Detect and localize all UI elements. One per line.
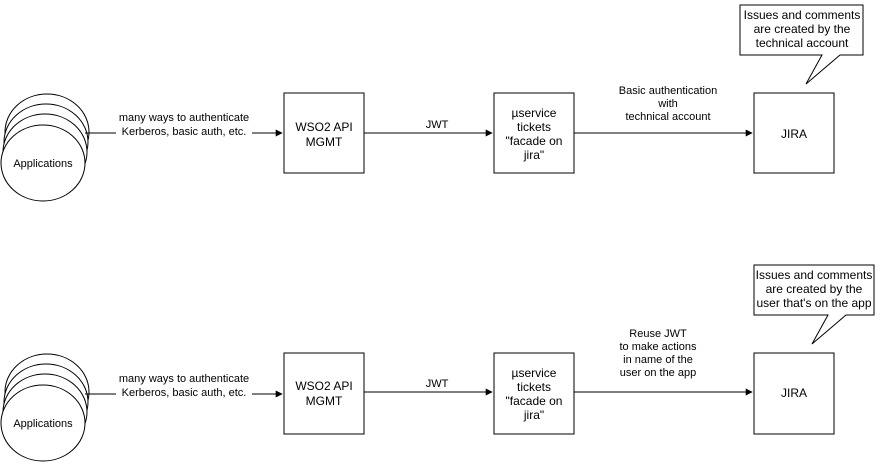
- auth-label-line2: Kerberos, basic auth, etc.: [122, 126, 247, 138]
- jira-auth-label-line1: Basic authentication: [619, 85, 717, 97]
- jwt-label: JWT: [426, 119, 449, 131]
- auth-label-line1: many ways to authenticate: [119, 112, 249, 124]
- uservice-node[interactable]: µservice tickets "facade on jira": [493, 352, 575, 435]
- wso2-label-line2: MGMT: [306, 135, 343, 149]
- jira-auth-label-line3: technical account: [626, 111, 711, 123]
- applications-label: Applications: [13, 158, 73, 170]
- callout-line3: user that's on the app: [756, 296, 871, 310]
- uservice-label-line4: jira": [523, 148, 544, 162]
- auth-label-line1: many ways to authenticate: [119, 373, 249, 385]
- applications-node[interactable]: Applications: [0, 93, 90, 202]
- applications-label: Applications: [13, 418, 73, 430]
- uservice-label-line3: "facade on: [506, 394, 563, 408]
- wso2-label-line1: WSO2 API: [295, 379, 352, 393]
- callout-note: Issues and comments are created by the t…: [739, 4, 864, 85]
- label-bg: [116, 371, 252, 399]
- uservice-label-line1: µservice: [512, 366, 557, 380]
- uservice-label-line2: tickets: [517, 380, 551, 394]
- wso2-label-line2: MGMT: [306, 394, 343, 408]
- uservice-label-line3: "facade on: [506, 134, 563, 148]
- auth-label-line2: Kerberos, basic auth, etc.: [122, 387, 247, 399]
- callout-line2: are created by the: [766, 282, 863, 296]
- jira-auth-label-line4: user on the app: [620, 367, 696, 379]
- uservice-node[interactable]: µservice tickets "facade on jira": [493, 92, 575, 174]
- callout-line2: are created by the: [754, 22, 851, 36]
- callout-line1: Issues and comments: [756, 268, 873, 282]
- jira-node[interactable]: JIRA: [753, 92, 835, 174]
- applications-node[interactable]: Applications: [0, 353, 90, 462]
- jwt-label: JWT: [426, 378, 449, 390]
- jira-label: JIRA: [781, 386, 807, 400]
- uservice-label-line4: jira": [523, 408, 544, 422]
- callout-line1: Issues and comments: [744, 8, 861, 22]
- callout-line3: technical account: [756, 36, 849, 50]
- wso2-label-line1: WSO2 API: [295, 120, 352, 134]
- jira-auth-label-line2: with: [657, 98, 678, 110]
- uservice-label-line1: µservice: [512, 106, 557, 120]
- wso2-api-mgmt-node[interactable]: WSO2 API MGMT: [283, 92, 365, 174]
- callout-note: Issues and comments are created by the u…: [753, 264, 875, 345]
- label-bg: [116, 110, 252, 138]
- flow-row-user-on-app: Applications many ways to authenticate K…: [0, 264, 875, 462]
- jira-auth-label-line1: Reuse JWT: [629, 328, 687, 340]
- jira-auth-label-line3: in name of the: [623, 354, 693, 366]
- uservice-label-line2: tickets: [517, 120, 551, 134]
- jira-auth-label-line2: to make actions: [619, 341, 697, 353]
- flow-row-technical-account: Applications many ways to authenticate K…: [0, 4, 864, 202]
- jira-node[interactable]: JIRA: [753, 352, 835, 435]
- wso2-api-mgmt-node[interactable]: WSO2 API MGMT: [283, 352, 365, 435]
- jira-label: JIRA: [781, 127, 807, 141]
